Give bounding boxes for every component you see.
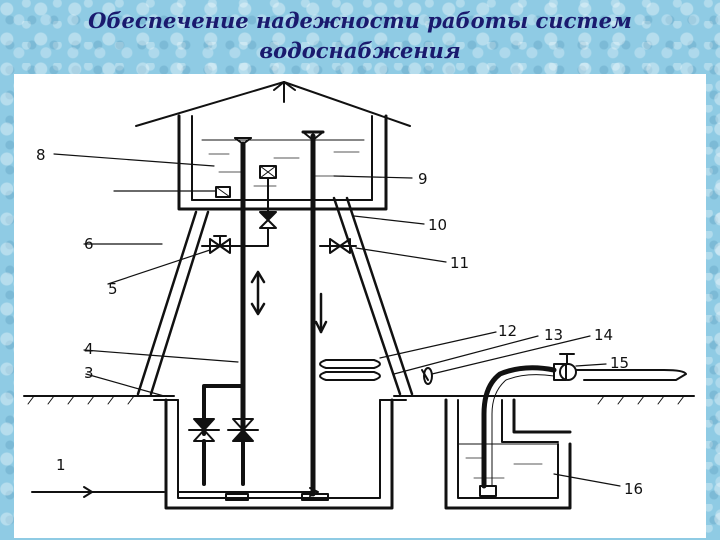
label-8: 8 [36,146,46,164]
label-5: 5 [108,280,118,298]
label-4: 4 [84,340,94,358]
valve-chamber [153,398,407,510]
roof [135,81,411,127]
diagram-canvas: 8 9 6 10 11 5 12 13 14 4 3 15 1 16 [14,74,706,538]
inlet-pipe [31,486,319,498]
slide-title-line-2: водоснабжения [259,38,461,63]
flow-arrows [250,270,328,334]
slide-title-line-1: Обеспечение надежности работы систем [88,8,632,33]
label-12: 12 [498,322,517,340]
label-1: 1 [56,456,66,474]
label-3: 3 [84,364,94,382]
leader-lines [53,153,621,487]
label-11: 11 [450,254,469,272]
slide-title: Обеспечение надежности работы систем вод… [0,6,720,66]
heater [319,359,433,385]
water-tower-diagram: 8 9 6 10 11 5 12 13 14 4 3 15 1 16 [23,81,695,510]
valve-11 [319,238,357,254]
supply-riser [202,137,252,437]
float-level-device [242,165,277,247]
pump [479,353,687,497]
label-13: 13 [544,326,563,344]
label-9: 9 [418,170,428,188]
ground [23,395,695,405]
label-16: 16 [624,480,643,498]
upper-tank [177,114,388,211]
tower-frame [136,196,414,396]
valve-6 [201,235,244,254]
label-10: 10 [428,216,447,234]
overflow-pipe [301,130,325,497]
label-15: 15 [610,354,629,372]
label-6: 6 [84,235,94,253]
level-sensor [215,186,231,198]
reservoir [444,398,572,510]
chamber-valves [188,418,259,486]
label-14: 14 [594,326,613,344]
